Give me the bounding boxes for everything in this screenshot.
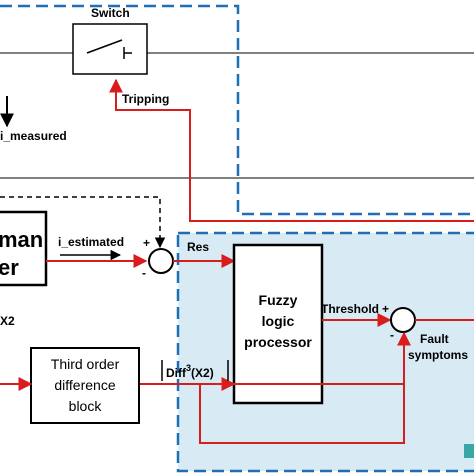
tripping-signal-line <box>109 78 474 222</box>
sum2-minus-sign: - <box>390 328 394 342</box>
kalman-filter-block <box>0 210 48 287</box>
measured-label: i_measured <box>0 129 67 143</box>
diff-label-prefix: Diff <box>166 366 187 380</box>
fuzzy-logic-block <box>232 243 324 405</box>
diff-label: Diff3(X2) <box>166 363 214 380</box>
measured-feedback-dashed <box>0 196 166 249</box>
diff-loop-line <box>199 384 405 444</box>
kalman-filter-line2: er <box>0 255 19 280</box>
summing-junction-1 <box>148 248 174 274</box>
corner-marker <box>464 444 474 458</box>
sum1-minus-sign: - <box>142 266 146 280</box>
tripping-label: Tripping <box>122 92 169 106</box>
diff-label-suffix: (X2) <box>191 366 214 380</box>
kalman-filter-line1: man <box>0 227 43 252</box>
switch-label: Switch <box>91 6 130 20</box>
difference-block <box>30 347 140 424</box>
diff-label-superscript: 3 <box>186 363 191 373</box>
sum1-plus-sign: + <box>143 236 150 250</box>
fuzzy-line3: processor <box>244 334 312 350</box>
difference-line3: block <box>69 398 103 414</box>
estimated-label: i_estimated <box>58 235 124 249</box>
difference-line1: Third order <box>51 356 120 372</box>
system-region-border <box>0 4 474 216</box>
residual-label: Res <box>187 240 209 254</box>
threshold-plus-sign: + <box>382 302 389 316</box>
detection-region <box>176 231 474 473</box>
kalman-sub-label: X2 <box>0 314 15 328</box>
fault-label-line2: symptoms <box>408 348 468 362</box>
fuzzy-line1: Fuzzy <box>259 292 298 308</box>
difference-line2: difference <box>54 377 115 393</box>
threshold-label: Threshold <box>321 302 379 316</box>
switch-contact-icon <box>86 39 132 59</box>
switch-block <box>72 23 148 75</box>
fault-label-line1: Fault <box>420 332 449 346</box>
summing-junction-2 <box>390 307 416 333</box>
fuzzy-line2: logic <box>262 313 295 329</box>
